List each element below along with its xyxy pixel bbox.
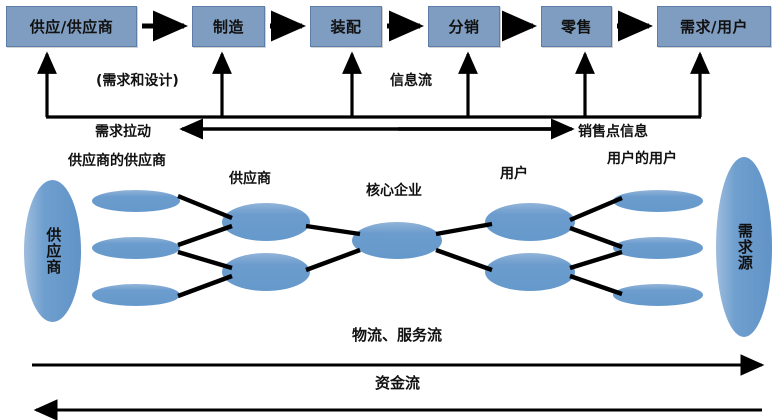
network-node-suppliers-supplier-2[interactable]: [92, 237, 180, 259]
network-node-supplier-2[interactable]: [222, 253, 310, 291]
label-customer: 用户: [500, 166, 528, 182]
network-node-suppliers-supplier-1[interactable]: [92, 190, 180, 212]
network-node-customers-customer-2[interactable]: [613, 237, 703, 259]
label-demand-and-design: (需求和设计): [96, 73, 179, 89]
network-node-customers-customer-1[interactable]: [613, 190, 703, 212]
process-box-manufacture[interactable]: 制造: [192, 6, 265, 47]
process-box-supply[interactable]: 供应/供应商: [6, 6, 137, 47]
network-node-sink[interactable]: 需求源: [716, 157, 772, 337]
network-node-customer-1[interactable]: [485, 203, 575, 241]
network-node-core-enterprise[interactable]: [352, 222, 442, 259]
process-box-assembly[interactable]: 装配: [310, 6, 382, 47]
process-box-retail[interactable]: 零售: [541, 6, 612, 47]
label-information-flow: 信息流: [390, 73, 432, 89]
process-box-demand-customer[interactable]: 需求/用户: [657, 6, 771, 47]
label-pos-information: 销售点信息: [578, 124, 648, 140]
process-box-distribution[interactable]: 分销: [428, 6, 500, 47]
label-demand-pull: 需求拉动: [95, 124, 151, 140]
label-capital-flow: 资金流: [375, 374, 421, 392]
network-node-customer-2[interactable]: [485, 253, 575, 291]
network-node-supplier-1[interactable]: [222, 203, 310, 241]
label-supplier: 供应商: [229, 171, 271, 187]
network-node-sink-label: 需求源: [735, 223, 754, 271]
label-core-enterprise: 核心企业: [366, 183, 422, 199]
network-node-source[interactable]: 供应商: [24, 180, 81, 322]
label-customers-customer: 用户的用户: [607, 151, 677, 167]
network-node-source-label: 供应商: [44, 227, 63, 275]
network-node-customers-customer-3[interactable]: [613, 284, 703, 306]
label-logistics-service-flow: 物流、服务流: [352, 326, 443, 344]
network-node-suppliers-supplier-3[interactable]: [92, 284, 180, 306]
label-suppliers-supplier: 供应商的供应商: [68, 153, 166, 169]
